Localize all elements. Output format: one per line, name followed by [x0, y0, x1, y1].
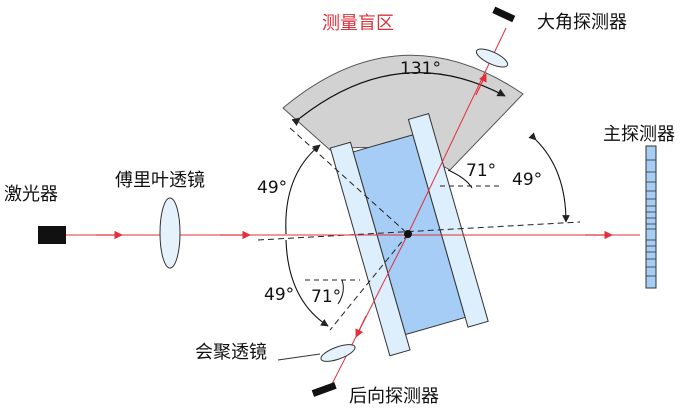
- angle-arc-upper-left: [285, 144, 321, 235]
- scatter-point: [404, 230, 412, 238]
- back-detector-icon: [311, 382, 337, 397]
- normal-upper: [289, 127, 409, 235]
- wide-angle-detector-label: 大角探测器: [537, 12, 627, 33]
- main-detector-array: [645, 145, 657, 289]
- normal-lower: [329, 233, 409, 331]
- angle-label-lower-left: 49°: [264, 285, 294, 305]
- back-beam-arrow: [355, 315, 367, 338]
- detector-segments: [646, 159, 656, 277]
- angle-arc-lower-left: [285, 239, 329, 327]
- angle-label-upper-inner: 71°: [466, 161, 496, 181]
- converging-lens: [320, 344, 356, 362]
- angle-arc-upper-inner: [447, 169, 473, 189]
- fourier-lens-label: 傅里叶透镜: [115, 170, 205, 191]
- cell-window-right: [407, 113, 489, 328]
- wide-angle-detector-icon: [492, 6, 516, 23]
- angle-arc-upper-right: [528, 132, 570, 223]
- optical-axis-dashed: [257, 221, 581, 241]
- back-detector-label: 后向探测器: [349, 386, 439, 407]
- fourier-lens: [159, 197, 181, 269]
- blind-zone-label: 测量盲区: [322, 13, 394, 34]
- back-beam: [329, 233, 409, 389]
- laser-label: 激光器: [4, 184, 58, 205]
- wide-angle-beam-arrow: [475, 73, 487, 96]
- angle-arc-lower-inner: [337, 279, 344, 305]
- converging-lens-leader: [277, 353, 321, 361]
- angle-label-lower-inner: 71°: [311, 287, 341, 307]
- main-detector-label: 主探测器: [603, 124, 675, 145]
- converging-lens-label: 会聚透镜: [195, 342, 267, 363]
- laser-source: [38, 226, 66, 244]
- angle-label-upper-right: 49°: [512, 170, 542, 190]
- angle-label-upper-left: 49°: [257, 178, 287, 198]
- angle-label-blind-span: 131°: [400, 59, 441, 79]
- wide-angle-lens: [475, 48, 509, 68]
